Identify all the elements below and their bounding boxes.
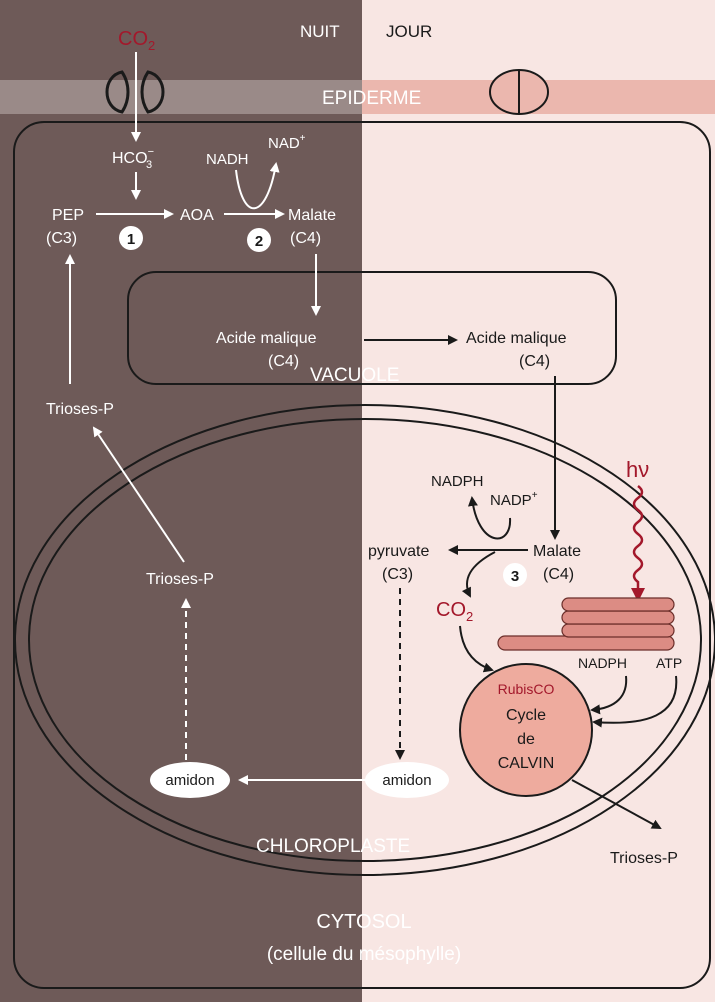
trioses-mid-label: Trioses-P [146,571,214,588]
malic-acid-night-type: (C4) [268,353,299,370]
epidermis-band-night [0,80,362,114]
rubisco-label: RubisCO [498,681,555,697]
malate-night-label: Malate [288,207,336,224]
nadph-day-label: NADPH [431,473,484,490]
starch-day-label: amidon [382,772,431,789]
starch-night-label: amidon [165,772,214,789]
co2-day-sub: 2 [466,609,473,624]
cytosol-label: CYTOSOL [316,911,411,933]
calvin-line-1: Cycle [506,707,546,724]
nadph-thylakoid-label: NADPH [578,655,627,671]
atp-label: ATP [656,655,682,671]
malate-day-label: Malate [533,543,581,560]
vacuole-label-text: VACUOLE [310,365,399,386]
chloroplast-label-text: CHLOROPLASTE [256,836,410,857]
light-label: hν [626,457,649,482]
epidermis-label-text: EPIDERME [322,88,421,109]
trioses-top-label: Trioses-P [46,401,114,418]
pep-type-label: (C3) [46,230,77,247]
stomata-closed-icon [490,70,548,114]
hco3-sub: 3 [146,159,152,171]
vacuole-label: VACUOLE [310,365,399,386]
calvin-line-2: de [517,731,535,748]
chloroplast-label: CHLOROPLASTE [256,836,410,857]
pyruvate-label: pyruvate [368,543,429,560]
step-1-number: 1 [127,231,135,248]
hco3-text: HCO [112,150,148,167]
trioses-out-label: Trioses-P [610,850,678,867]
co2-night-text: CO [118,28,148,50]
nad-text: NAD [268,135,300,152]
day-header: JOUR [386,22,432,41]
pyruvate-type-label: (C3) [382,566,413,583]
step-3-number: 3 [511,568,519,585]
nadp-text: NADP [490,492,532,509]
epidermis-label: EPIDERME [322,88,421,109]
cell-label: (cellule du mésophylle) [267,944,461,965]
nad-sup: + [300,133,306,144]
nadp-label: NADP+ [490,490,538,509]
nadh-label: NADH [206,151,249,168]
calvin-line-3: CALVIN [498,755,555,772]
nadp-sup: + [532,490,538,501]
malate-night-type: (C4) [290,230,321,247]
pep-label: PEP [52,207,84,224]
aoa-label: AOA [180,207,214,224]
malate-day-type: (C4) [543,566,574,583]
co2-day-text: CO [436,599,466,621]
malic-acid-night-label: Acide malique [216,330,317,347]
step-2-number: 2 [255,233,263,250]
night-header: NUIT [300,22,340,41]
hco3-sup: − [148,146,154,158]
malic-acid-day-label: Acide malique [466,330,567,347]
malic-acid-day-type: (C4) [519,353,550,370]
co2-night-sub: 2 [148,38,155,53]
